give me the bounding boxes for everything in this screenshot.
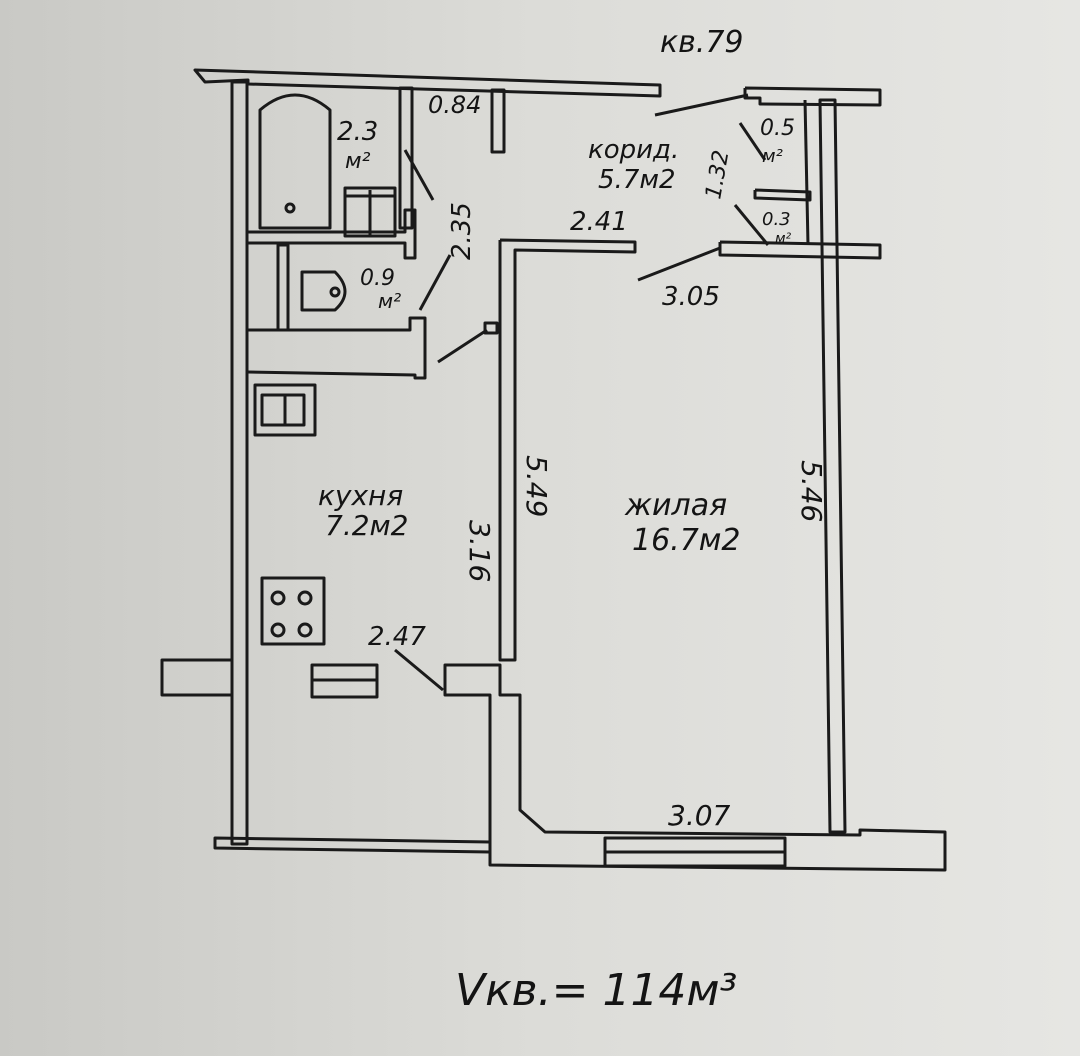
top-right-wall (743, 86, 882, 107)
kitchen-name: кухня (318, 479, 403, 512)
door-swing (403, 149, 435, 201)
closet1-area: 0.5 (760, 116, 795, 141)
door-swing (733, 204, 770, 246)
bath-door-jamb (490, 88, 506, 154)
kitchen-sink-icon (253, 383, 317, 437)
dim-label: 2.41 (570, 207, 628, 237)
dim-label: 0.84 (428, 91, 481, 119)
dim-label: 3.05 (662, 282, 720, 312)
bathtub-icon (258, 93, 332, 230)
left-wall (230, 80, 249, 846)
walls (160, 68, 947, 872)
bath-toilet-wall (248, 208, 417, 260)
toilet-unit: м² (378, 289, 401, 313)
closet-divider (753, 188, 812, 202)
dim-label: 5.49 (520, 455, 553, 517)
dimensions: 0.84 2.35 2.41 1.32 3.05 3.16 5.49 5.46 … (368, 91, 828, 832)
corridor-area: 5.7м2 (598, 165, 676, 195)
closet2-area: 0.3 (762, 209, 791, 230)
kitchen-ledge (160, 658, 234, 697)
dim-label: 2.35 (447, 202, 477, 260)
door-swing (637, 246, 721, 282)
door-swing (738, 122, 767, 161)
corridor-closet-wall (718, 240, 882, 260)
stove-icon (260, 576, 326, 646)
living-bottom-wall (443, 663, 947, 872)
closet1-unit: м² (762, 146, 783, 167)
kitchen-area: 7.2м2 (325, 509, 408, 542)
living-area: 16.7м2 (632, 523, 741, 558)
closet2-unit: м² (775, 231, 792, 247)
dim-label: 3.16 (463, 520, 496, 582)
corridor-name: корид. (588, 135, 679, 165)
apartment-volume: Vкв.= 114м³ (455, 965, 737, 1016)
jamb (483, 321, 499, 335)
dim-label: 3.07 (668, 799, 731, 832)
dim-label: 5.46 (795, 460, 828, 522)
bathroom-unit: м² (345, 149, 371, 174)
living-name: жилая (624, 488, 727, 523)
right-wall (818, 98, 847, 834)
toilet-icon (300, 270, 347, 312)
door-swing (418, 254, 452, 311)
door-swing (394, 648, 444, 692)
bathroom-area: 2.3 (337, 117, 378, 147)
partition-wall (498, 238, 637, 662)
door-swing (437, 328, 488, 364)
toilet-bottom-wall (247, 316, 427, 380)
door-swing (654, 93, 749, 117)
apartment-label: кв.79 (660, 25, 744, 60)
toilet-area: 0.9 (360, 266, 395, 291)
dim-label: 2.47 (368, 622, 426, 652)
fixtures (253, 93, 397, 646)
